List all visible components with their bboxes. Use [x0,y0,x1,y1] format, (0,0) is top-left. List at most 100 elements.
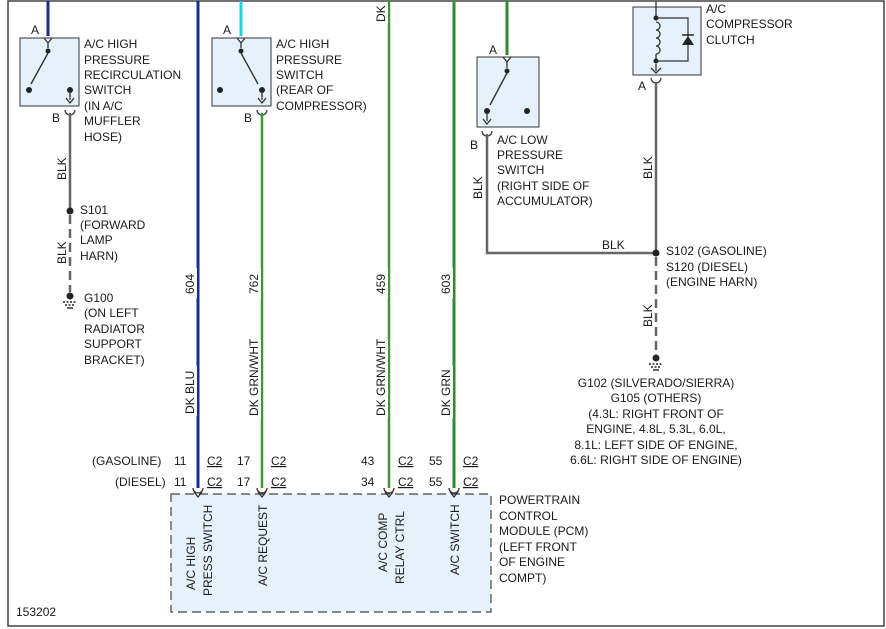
svg-text:RADIATOR: RADIATOR [84,322,145,336]
diode-icon [682,36,694,45]
s102-dot [652,249,660,257]
wire-604-circuit: 604 [183,274,197,294]
svg-text:COMPT): COMPT) [499,571,546,585]
svg-text:BRACKET): BRACKET) [84,353,145,367]
wire-459-color: DK GRN/WHT [374,338,388,416]
diagram-id: 153202 [16,605,56,619]
svg-text:C2: C2 [463,454,479,468]
svg-text:(REAR OF: (REAR OF [276,83,333,97]
rear-pin-a: A [223,23,231,37]
rear-label: A/C HIGH PRESSURE SWITCH (REAR OF COMPRE… [276,37,367,113]
s101-label: S101 (FORWARD LAMP HARN) [80,203,146,263]
svg-text:C2: C2 [398,475,414,489]
svg-text:(LEFT FRONT: (LEFT FRONT [499,540,577,554]
svg-text:CONTROL: CONTROL [499,509,558,523]
svg-text:C2: C2 [271,454,287,468]
wire-603: 603 DK GRN [439,1,456,488]
svg-text:G102 (SILVERADO/SIERRA): G102 (SILVERADO/SIERRA) [578,376,735,390]
svg-text:(ON LEFT: (ON LEFT [84,306,139,320]
coil-icon [655,21,661,55]
svg-text:COMPRESSOR): COMPRESSOR) [276,99,367,113]
svg-text:G100: G100 [84,291,114,305]
low-contact-arm [489,72,508,106]
svg-text:CLUTCH: CLUTCH [706,33,755,47]
svg-text:S101: S101 [80,203,108,217]
svg-text:S102 (GASOLINE): S102 (GASOLINE) [666,244,767,258]
svg-text:S120 (DIESEL): S120 (DIESEL) [666,260,748,274]
svg-text:RECIRCULATION: RECIRCULATION [84,68,181,82]
svg-text:C2: C2 [207,475,223,489]
diagram-frame [7,0,885,627]
pcm-pin-2-line1: A/C REQUEST [256,504,270,586]
rear-switch: A B A/C HIGH PRESSURE SWITCH (REAR OF CO… [211,1,367,125]
recirc-contact-arm [30,52,49,85]
svg-text:ENGINE, 4.8L, 5.3L, 6.0L,: ENGINE, 4.8L, 5.3L, 6.0L, [586,422,725,436]
pcm-pin-arrows [192,487,460,499]
svg-text:ACCUMULATOR): ACCUMULATOR) [497,194,593,208]
pcm-pin-3-line1: A/C COMP [376,513,390,572]
rear-pin-b: B [244,111,252,125]
svg-text:8.1L: LEFT SIDE OF ENGINE,: 8.1L: LEFT SIDE OF ENGINE, [574,438,737,452]
svg-text:11: 11 [174,475,187,489]
wire-604: 604 DK BLU [183,1,200,488]
g102-ground: G102 (SILVERADO/SIERRA) G105 (OTHERS) (4… [570,354,742,467]
svg-text:C2: C2 [398,454,414,468]
gasoline-label: (GASOLINE) [92,454,161,468]
svg-text:(RIGHT SIDE OF: (RIGHT SIDE OF [497,179,589,193]
g100-ground: G100 (ON LEFT RADIATOR SUPPORT BRACKET) [63,291,145,367]
g100-label: G100 (ON LEFT RADIATOR SUPPORT BRACKET) [84,291,145,367]
svg-text:HOSE): HOSE) [84,130,122,144]
svg-text:MODULE (PCM): MODULE (PCM) [499,524,588,538]
svg-text:A/C HIGH: A/C HIGH [276,37,329,51]
wire-459: DK 459 DK GRN/WHT [374,1,391,488]
svg-text:34: 34 [361,475,375,489]
wire-762-color: DK GRN/WHT [247,338,261,416]
wire-459-circuit: 459 [374,274,388,294]
svg-text:SWITCH: SWITCH [276,68,323,82]
s101-dot [66,207,74,215]
diesel-label: (DIESEL) [115,475,166,489]
recirc-label: A/C HIGH PRESSURE RECIRCULATION SWITCH (… [84,37,181,144]
wire-603-circuit: 603 [439,274,453,294]
svg-text:SWITCH: SWITCH [497,163,544,177]
pcm-module: A/C HIGH PRESS SWITCH A/C REQUEST A/C CO… [170,487,588,613]
recirc-pin-b: B [52,111,60,125]
low-wire-color-h: BLK [602,238,625,252]
svg-text:COMPRESSOR: COMPRESSOR [706,17,793,31]
svg-text:A/C: A/C [706,2,726,16]
clutch-wire-color: BLK [641,156,655,179]
svg-text:(ENGINE HARN): (ENGINE HARN) [666,275,757,289]
svg-text:17: 17 [237,475,251,489]
svg-text:(4.3L: RIGHT FRONT OF: (4.3L: RIGHT FRONT OF [588,407,724,421]
svg-text:(IN A/C: (IN A/C [84,99,123,113]
rear-contact-arm [240,52,259,85]
svg-text:G105 (OTHERS): G105 (OTHERS) [611,391,702,405]
wire-762: 762 DK GRN/WHT [247,113,264,488]
clutch-label: A/C COMPRESSOR CLUTCH [706,2,793,47]
svg-text:PRESSURE: PRESSURE [497,148,563,162]
svg-text:43: 43 [361,454,375,468]
svg-text:MUFFLER: MUFFLER [84,114,141,128]
svg-text:PRESSURE: PRESSURE [84,53,150,67]
pcm-label: POWERTRAIN CONTROL MODULE (PCM) (LEFT FR… [499,493,588,585]
low-label: A/C LOW PRESSURE SWITCH (RIGHT SIDE OF A… [497,133,593,208]
wire-459-top-label: DK [374,5,388,22]
s102-wire-color: BLK [641,304,655,327]
low-wire-color: BLK [471,176,485,199]
pcm-pin-4-line1: A/C SWITCH [448,504,462,575]
low-pin-b: B [470,138,478,152]
svg-text:SWITCH: SWITCH [84,83,131,97]
svg-text:OF ENGINE: OF ENGINE [499,555,565,569]
low-pressure-switch: A B A/C LOW PRESSURE SWITCH (RIGHT SIDE … [470,1,653,255]
clutch-pin-a: A [638,79,646,93]
wire-604-color: DK BLU [183,371,197,414]
svg-text:C2: C2 [207,454,223,468]
recirc-pin-a: A [31,23,39,37]
low-switch-body [476,56,540,128]
svg-text:55: 55 [429,454,443,468]
svg-text:LAMP: LAMP [80,233,113,247]
pcm-pin-3-line2: RELAY CTRL [393,511,407,584]
svg-text:C2: C2 [271,475,287,489]
low-pin-a: A [489,43,497,57]
svg-text:HARN): HARN) [80,249,118,263]
